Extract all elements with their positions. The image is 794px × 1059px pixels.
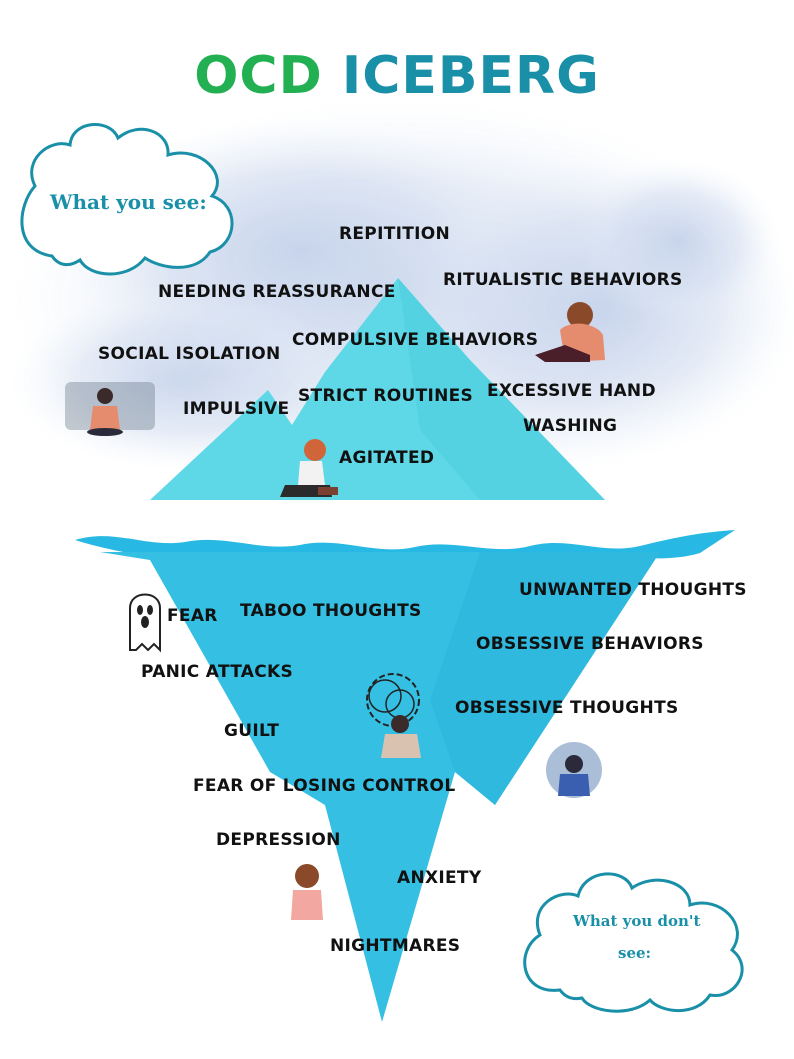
- label-unwanted-thoughts: UNWANTED THOUGHTS: [519, 580, 747, 600]
- water-surface-gap: [150, 500, 605, 525]
- cloud-label-below-line2: see:: [618, 944, 652, 962]
- label-depression: DEPRESSION: [216, 830, 341, 850]
- label-taboo-thoughts: TABOO THOUGHTS: [240, 601, 422, 621]
- label-strict-routines: STRICT ROUTINES: [298, 386, 474, 406]
- page-title: OCD ICEBERG: [0, 46, 794, 106]
- label-anxiety: ANXIETY: [397, 868, 482, 888]
- kneeling-woman-icon: [280, 439, 338, 497]
- title-word-iceberg: ICEBERG: [341, 46, 600, 106]
- label-repitition: REPITITION: [339, 224, 451, 244]
- isolated-person-icon: [65, 382, 155, 436]
- label-agitated: AGITATED: [339, 448, 435, 468]
- ghost-icon: [129, 593, 161, 653]
- label-needing-reassurance: NEEDING REASSURANCE: [158, 282, 396, 302]
- cloud-above: [20, 123, 234, 276]
- stressed-person-icon: [546, 742, 602, 798]
- iceberg-tip-shade: [398, 278, 605, 500]
- label-guilt: GUILT: [224, 721, 280, 741]
- label-ritualistic-behaviors: RITUALISTIC BEHAVIORS: [443, 270, 683, 290]
- label-panic-attacks: PANIC ATTACKS: [141, 662, 294, 682]
- label-obsessive-thoughts: OBSESSIVE THOUGHTS: [455, 698, 679, 718]
- label-compulsive-behaviors: COMPULSIVE BEHAVIORS: [292, 330, 539, 350]
- anxious-woman-icon: [291, 864, 323, 920]
- label-impulsive: IMPULSIVE: [183, 399, 290, 419]
- sitting-person-icon: [535, 302, 605, 362]
- label-nightmares: NIGHTMARES: [330, 936, 461, 956]
- label-obsessive-behaviors: OBSESSIVE BEHAVIORS: [476, 634, 704, 654]
- cloud-below: [523, 872, 744, 1013]
- label-social-isolation: SOCIAL ISOLATION: [98, 344, 281, 364]
- scribble-thoughts-icon: [366, 673, 421, 758]
- title-word-ocd: OCD: [194, 46, 323, 106]
- label-fear-of-losing-control: FEAR OF LOSING CONTROL: [193, 776, 456, 796]
- label-fear: FEAR: [167, 606, 218, 626]
- cloud-label-above: What you see:: [50, 190, 207, 214]
- label-excessive-hand: EXCESSIVE HAND: [487, 381, 656, 401]
- iceberg-body-shade: [430, 552, 660, 805]
- label-washing: WASHING: [523, 416, 618, 436]
- cloud-label-below-line1: What you don't: [573, 912, 701, 930]
